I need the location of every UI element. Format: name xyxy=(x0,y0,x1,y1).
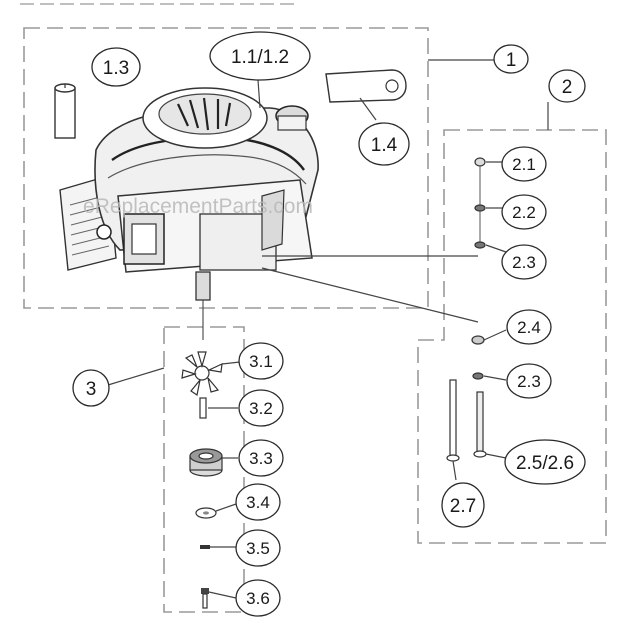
watermark-text: eReplacementParts.com xyxy=(83,195,313,218)
callout-3-3: 3.3 xyxy=(238,439,284,477)
svg-text:3.5: 3.5 xyxy=(246,539,270,558)
svg-text:2: 2 xyxy=(562,77,573,98)
svg-text:3.1: 3.1 xyxy=(249,352,273,371)
svg-text:2.5/2.6: 2.5/2.6 xyxy=(516,453,574,474)
callout-3-5: 3.5 xyxy=(235,529,281,567)
group-2-parts xyxy=(446,157,487,462)
callout-2-7: 2.7 xyxy=(441,482,485,528)
callout-3-1: 3.1 xyxy=(238,342,284,380)
group-2-box xyxy=(417,129,607,544)
svg-text:3: 3 xyxy=(86,379,97,400)
part-1-3 xyxy=(54,83,76,139)
svg-text:1.1/1.2: 1.1/1.2 xyxy=(231,47,289,68)
part-1-4 xyxy=(325,69,407,103)
callout-2-1: 2.1 xyxy=(501,146,547,182)
svg-text:2.2: 2.2 xyxy=(512,203,536,222)
svg-text:1: 1 xyxy=(506,50,517,71)
callout-1-3: 1.3 xyxy=(91,47,141,87)
callout-3-2: 3.2 xyxy=(238,389,284,427)
group-1-box xyxy=(23,27,429,309)
svg-text:2.7: 2.7 xyxy=(450,496,476,517)
svg-text:2.4: 2.4 xyxy=(517,318,541,337)
part-3-5-key xyxy=(200,545,210,549)
callout-2-2: 2.2 xyxy=(501,194,547,230)
part-3-6-bolt xyxy=(201,588,209,609)
svg-text:3.2: 3.2 xyxy=(249,399,273,418)
svg-text:1.4: 1.4 xyxy=(371,135,398,156)
part-3-3-bearing xyxy=(189,448,223,477)
svg-text:1.3: 1.3 xyxy=(103,58,129,79)
callout-2: 2 xyxy=(548,69,586,103)
part-3-2-pin xyxy=(199,397,207,419)
callout-2-3-bottom: 2.3 xyxy=(506,363,552,399)
part-3-1-impeller xyxy=(181,351,223,396)
svg-text:3.4: 3.4 xyxy=(246,493,270,512)
engine-assembly xyxy=(59,87,319,340)
link-line-bottom xyxy=(261,267,479,323)
group-3-parts xyxy=(181,351,223,609)
callout-2-5-2-6: 2.5/2.6 xyxy=(504,439,586,485)
callout-1-1-1-2: 1.1/1.2 xyxy=(209,31,311,81)
callout-1-4: 1.4 xyxy=(358,122,410,166)
callout-1: 1 xyxy=(493,44,529,74)
svg-text:3.6: 3.6 xyxy=(246,589,270,608)
svg-text:3.3: 3.3 xyxy=(249,449,273,468)
svg-text:2.3: 2.3 xyxy=(517,372,541,391)
svg-text:2.3: 2.3 xyxy=(512,253,536,272)
group-3-box xyxy=(163,326,245,613)
callout-2-4: 2.4 xyxy=(506,309,552,345)
svg-text:2.1: 2.1 xyxy=(512,155,536,174)
callout-3: 3 xyxy=(72,369,110,407)
leader-lines xyxy=(107,59,549,599)
callout-3-6: 3.6 xyxy=(235,579,281,617)
callout-3-4: 3.4 xyxy=(235,483,281,521)
callout-2-3-top: 2.3 xyxy=(501,244,547,280)
